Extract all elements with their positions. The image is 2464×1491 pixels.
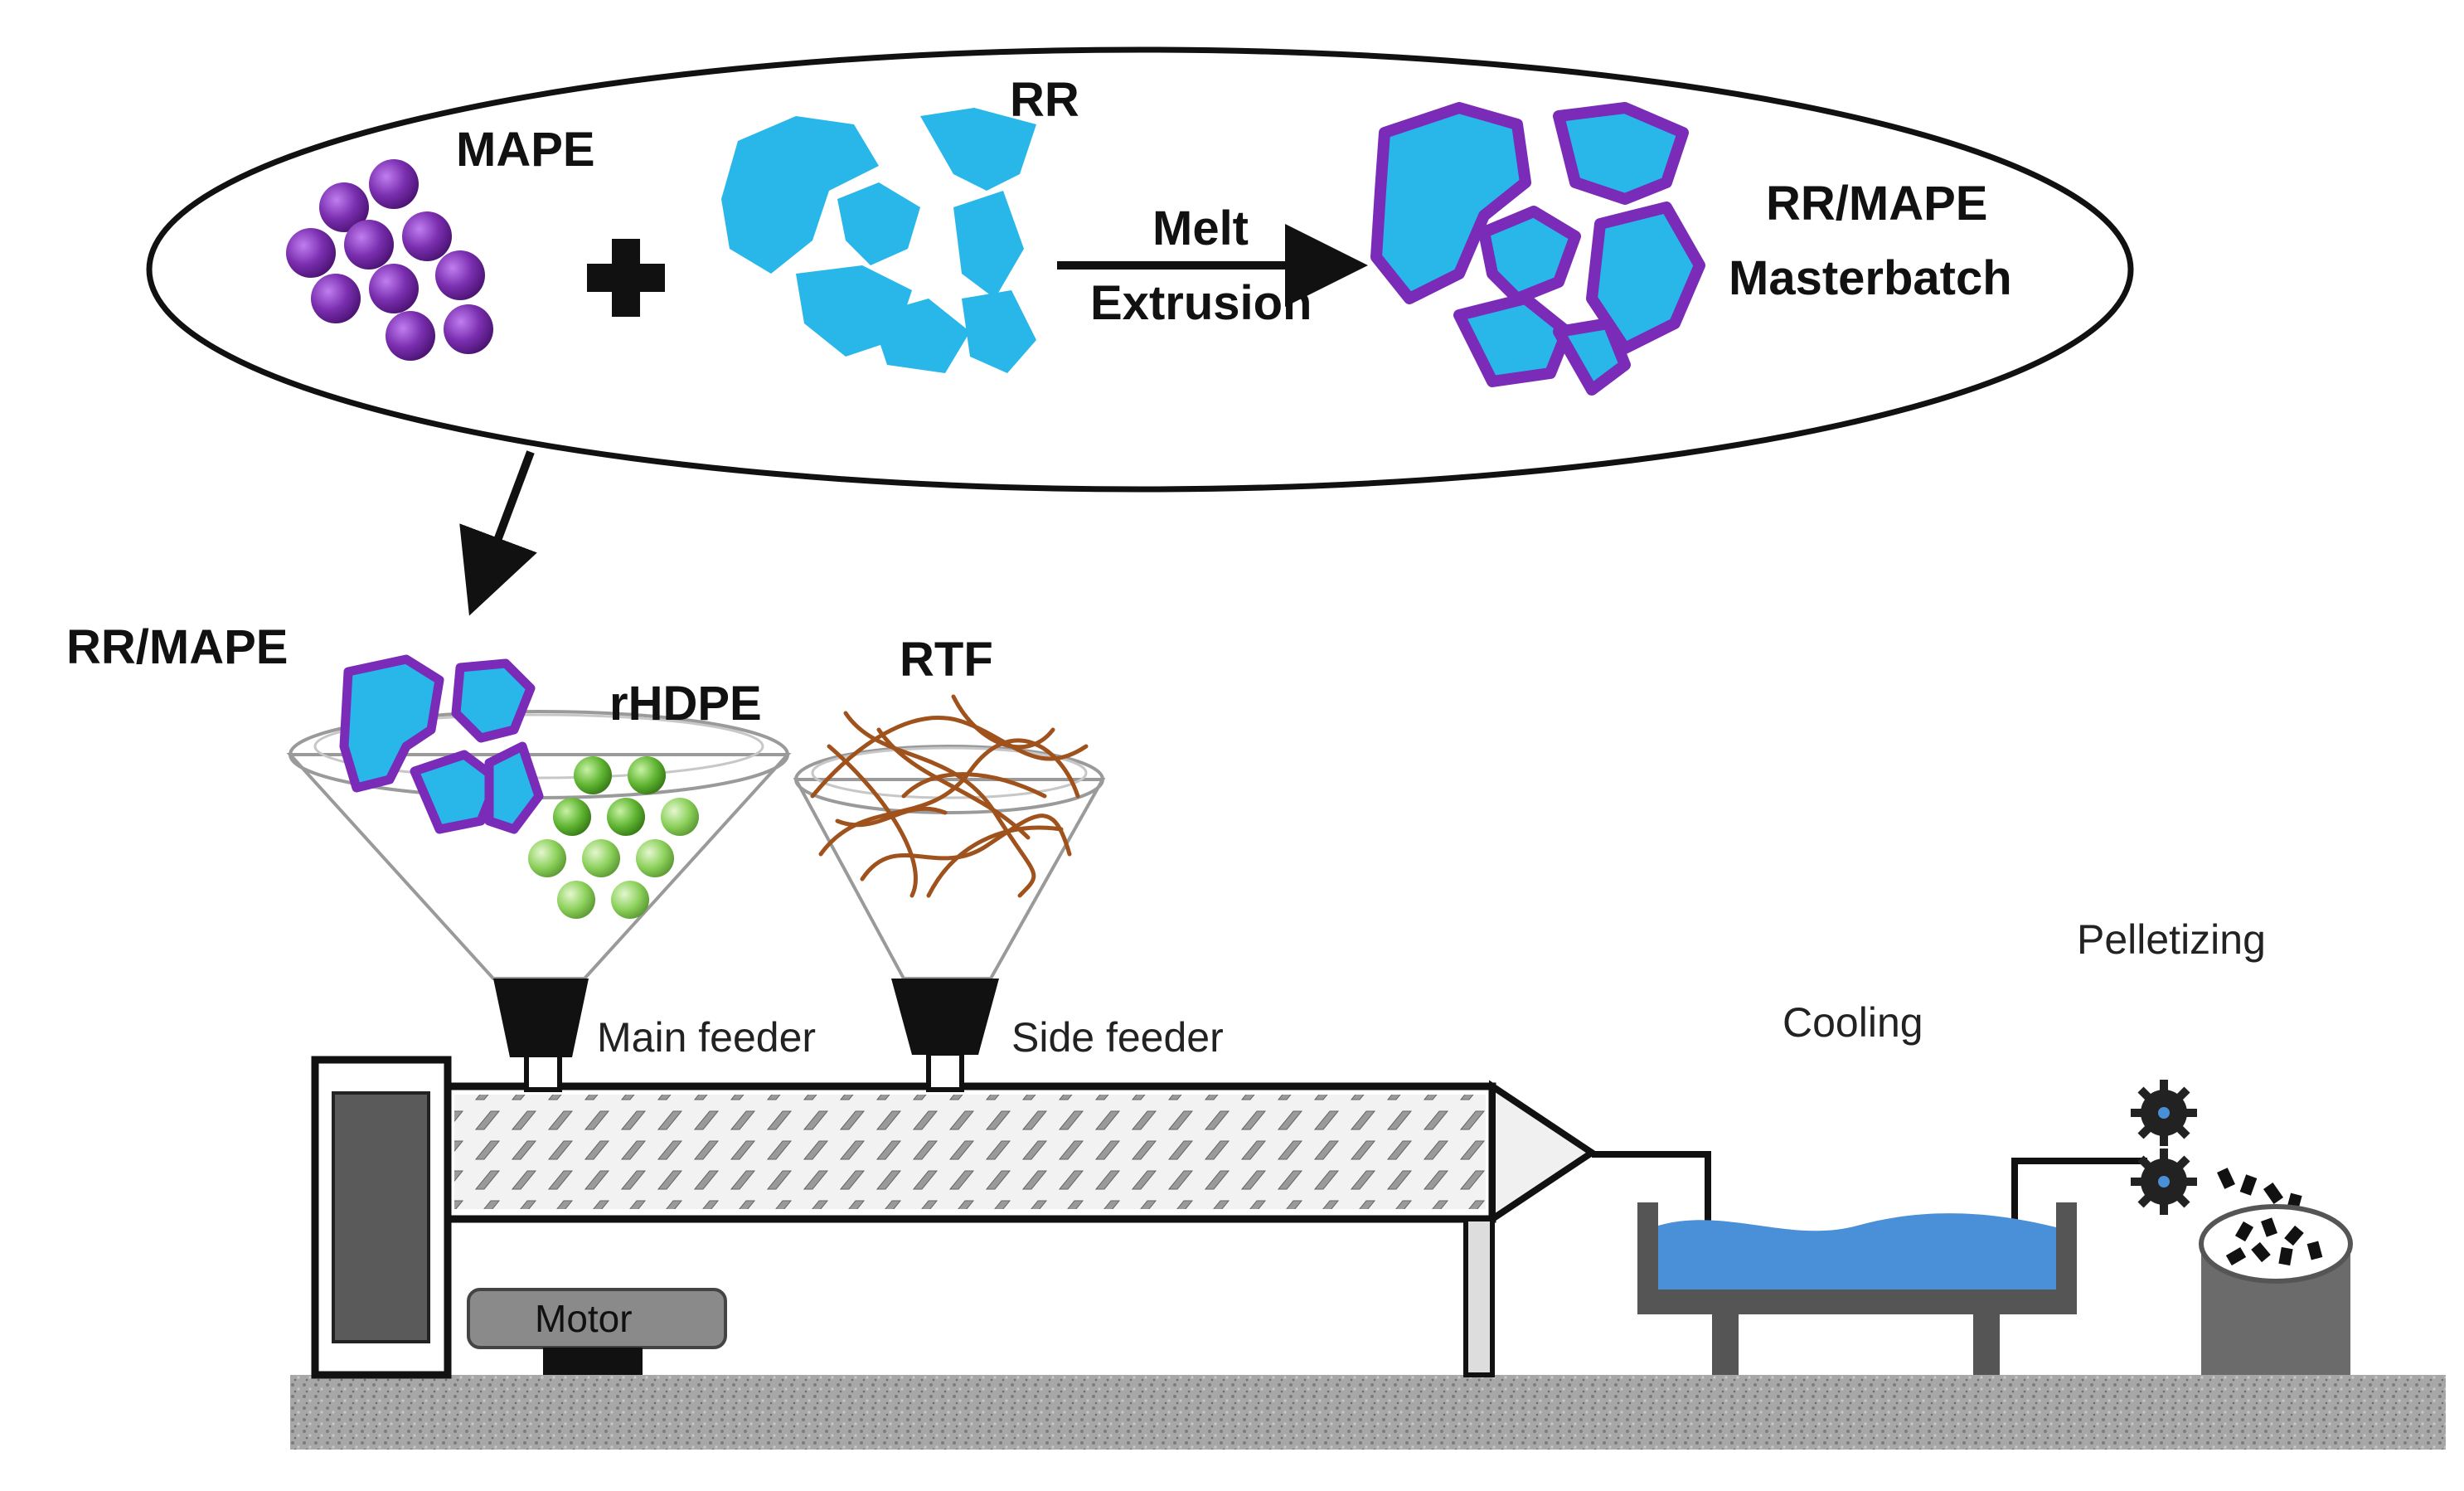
rhdpe-label: rHDPE xyxy=(609,677,762,731)
masterbatch-fragments-icon xyxy=(1370,102,1705,396)
plus-icon xyxy=(587,239,665,317)
main-feeder-label: Main feeder xyxy=(597,1014,816,1061)
extrusion-label: Extrusion xyxy=(1090,276,1312,330)
masterbatch-label-line2: Masterbatch xyxy=(1729,251,2012,305)
main-feeder-throat xyxy=(493,979,589,1057)
gearbox-panel xyxy=(332,1091,430,1343)
masterbatch-label-line1: RR/MAPE xyxy=(1766,177,1987,231)
extruder-die xyxy=(1489,1080,1598,1226)
barrel-support xyxy=(1463,1217,1495,1377)
rtf-label: RTF xyxy=(900,633,993,687)
side-feeder-label: Side feeder xyxy=(1011,1014,1224,1061)
main-feeder-neck xyxy=(524,1052,562,1092)
mape-pellets-icon xyxy=(286,159,493,361)
feed-arrow xyxy=(459,450,537,616)
mape-label: MAPE xyxy=(456,123,595,177)
rtf-fibers-icon xyxy=(810,694,1089,898)
rhdpe-pellets-icon xyxy=(528,756,699,919)
pellet-bin xyxy=(2199,1204,2353,1375)
rr-fragments-icon xyxy=(721,108,1036,373)
cooling-label: Cooling xyxy=(1783,999,1923,1046)
cooling-bath xyxy=(1637,1202,2077,1314)
motor-label: Motor xyxy=(535,1297,633,1340)
bath-leg-right xyxy=(1973,1314,2000,1375)
bath-leg-left xyxy=(1712,1314,1739,1375)
rr-label: RR xyxy=(1010,73,1079,127)
pelletizing-label: Pelletizing xyxy=(2077,916,2266,963)
motor-base xyxy=(543,1348,643,1375)
rr-mape-label: RR/MAPE xyxy=(66,620,288,674)
side-feeder-neck xyxy=(926,1051,964,1092)
melt-label: Melt xyxy=(1152,202,1249,255)
hopper-masterbatch-icon xyxy=(339,654,544,834)
side-feeder-throat xyxy=(891,979,999,1055)
screw xyxy=(454,1095,1486,1209)
floor xyxy=(290,1375,2446,1450)
pelletizer-rollers-icon xyxy=(2131,1080,2197,1215)
cooling-water xyxy=(1658,1213,2056,1289)
